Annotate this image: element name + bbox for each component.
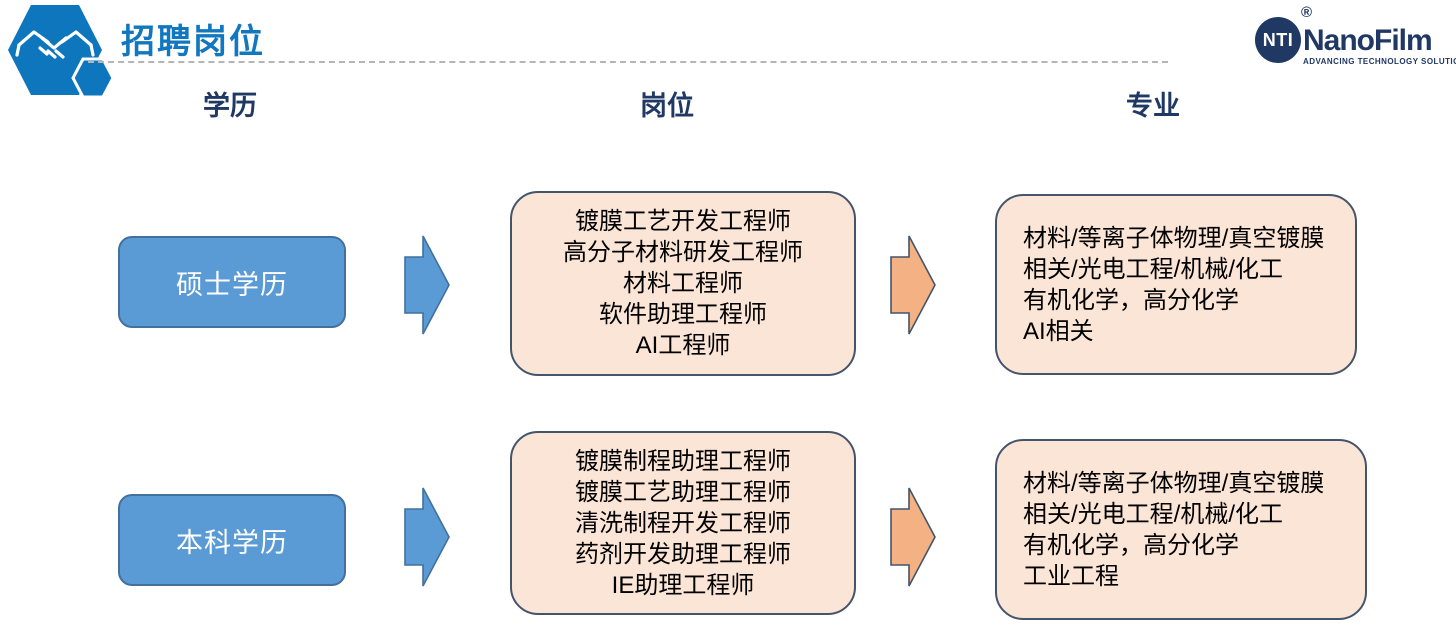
majors-box-master: 材料/等离子体物理/真空镀膜 相关/光电工程/机械/化工 有机化学，高分化学 A…: [995, 194, 1357, 375]
position-item: AI工程师: [635, 332, 731, 359]
registered-trademark-icon: ®: [1301, 4, 1313, 21]
position-item: 药剂开发助理工程师: [575, 540, 791, 568]
handshake-icon: [8, 5, 115, 99]
column-header-education: 学历: [203, 91, 257, 121]
positions-box-master: 镀膜工艺开发工程师 高分子材料研发工程师 材料工程师 软件助理工程师 AI工程师: [510, 191, 856, 376]
right-arrow-icon: [890, 235, 936, 335]
major-item: 材料/等离子体物理/真空镀膜: [1023, 224, 1325, 252]
logo-wordmark: NanoFilm: [1303, 24, 1433, 57]
major-item: 相关/光电工程/机械/化工: [1023, 255, 1284, 283]
right-arrow-icon: [404, 235, 450, 335]
positions-box-bachelor: 镀膜制程助理工程师 镀膜工艺助理工程师 清洗制程开发工程师 药剂开发助理工程师 …: [510, 431, 856, 615]
major-item: 有机化学，高分化学: [1023, 286, 1239, 314]
right-arrow-icon: [890, 487, 936, 587]
logo-nti-circle: NTI: [1255, 17, 1301, 63]
majors-box-bachelor: 材料/等离子体物理/真空镀膜 相关/光电工程/机械/化工 有机化学，高分化学 工…: [995, 439, 1367, 620]
major-item: 材料/等离子体物理/真空镀膜: [1023, 469, 1325, 497]
major-item: 有机化学，高分化学: [1023, 531, 1239, 559]
position-item: IE助理工程师: [611, 571, 755, 599]
major-item: 相关/光电工程/机械/化工: [1023, 500, 1284, 528]
column-header-major: 专业: [1126, 91, 1180, 121]
education-box-master: 硕士学历: [118, 236, 346, 328]
education-label: 本科学历: [176, 527, 288, 558]
logo-monogram: NTI: [1262, 29, 1294, 50]
column-header-position: 岗位: [640, 91, 694, 121]
major-item: AI相关: [1023, 317, 1094, 345]
position-item: 高分子材料研发工程师: [563, 239, 803, 266]
major-item: 工业工程: [1023, 562, 1119, 590]
logo-tagline: ADVANCING TECHNOLOGY SOLUTIONS: [1303, 57, 1456, 66]
dashed-divider: [88, 61, 1168, 63]
position-item: 清洗制程开发工程师: [575, 509, 791, 537]
page-title: 招聘岗位: [121, 23, 265, 61]
position-item: 软件助理工程师: [599, 301, 767, 328]
position-item: 镀膜工艺助理工程师: [575, 478, 791, 506]
position-item: 材料工程师: [623, 270, 743, 297]
position-item: 镀膜工艺开发工程师: [575, 208, 791, 235]
education-box-bachelor: 本科学历: [118, 494, 346, 586]
position-item: 镀膜制程助理工程师: [575, 447, 791, 475]
education-label: 硕士学历: [176, 269, 288, 300]
right-arrow-icon: [404, 487, 450, 587]
